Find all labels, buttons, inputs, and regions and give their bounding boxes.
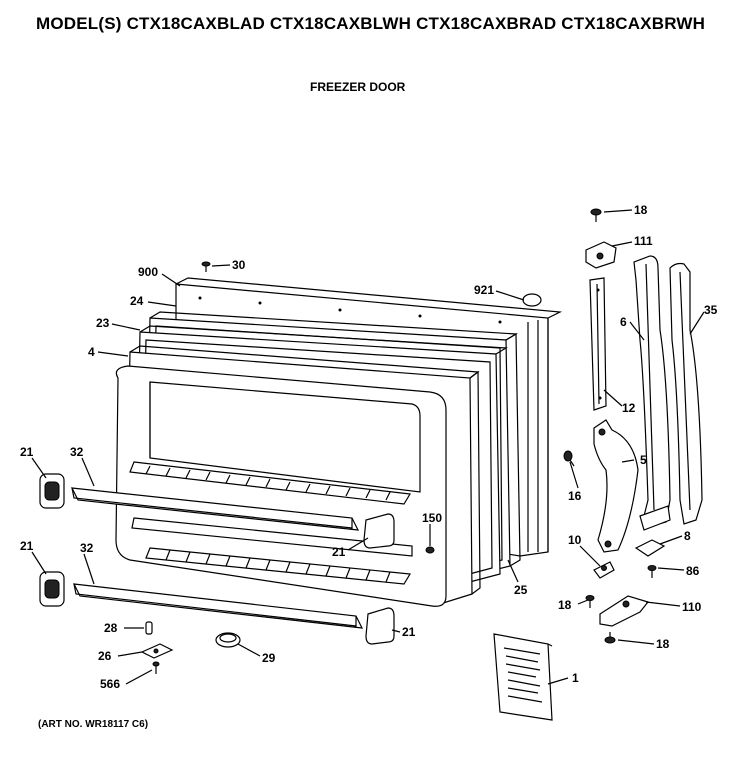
- callout-29: 29: [262, 651, 276, 665]
- bracket-26: [140, 643, 174, 659]
- callout-566: 566: [100, 677, 120, 691]
- callout-23: 23: [96, 316, 110, 330]
- shelf-end-cap-right-upper: [363, 513, 395, 549]
- handle-trim-strip: [589, 277, 607, 411]
- hinge-cover: [585, 241, 617, 269]
- model-header: MODEL(S) CTX18CAXBLAD CTX18CAXBLWH CTX18…: [36, 14, 706, 33]
- bottom-hinge: [599, 595, 650, 627]
- hinge-bracket: [593, 419, 639, 553]
- owners-manual: [493, 633, 553, 721]
- callout-900: 900: [138, 265, 158, 279]
- hinge-pin-bracket: [593, 561, 615, 579]
- plug-button: [522, 293, 542, 307]
- callout-26: 26: [98, 649, 112, 663]
- callout-150: 150: [422, 511, 442, 525]
- screw-150: [425, 546, 435, 554]
- screw-566: [152, 661, 160, 674]
- callout-18: 18: [634, 203, 648, 217]
- callout-6: 6: [620, 315, 627, 329]
- callout-30: 30: [232, 258, 246, 272]
- callout-24: 24: [130, 294, 144, 308]
- callout-1: 1: [572, 671, 579, 685]
- callout-110: 110: [682, 600, 702, 614]
- screw-18-middle: [585, 595, 595, 608]
- callout-921: 921: [474, 283, 494, 297]
- callout-12: 12: [622, 401, 636, 415]
- callout-5: 5: [640, 453, 647, 467]
- callout-25: 25: [514, 583, 528, 597]
- callout-32: 32: [70, 445, 84, 459]
- shelf-bar-lower: [72, 583, 364, 629]
- screw-16: [563, 450, 575, 467]
- shelf-end-cap-left-upper: [39, 473, 65, 509]
- screw-18-bottom: [604, 632, 616, 644]
- door-handle: [633, 255, 671, 531]
- shelf-end-cap-left-lower: [39, 571, 65, 607]
- bearing-8: [634, 539, 666, 557]
- callout-labels: 18 111 30 900 921 24 23 6 35 4 12 21 32 …: [20, 203, 718, 691]
- callout-21: 21: [20, 445, 34, 459]
- callout-35: 35: [704, 303, 718, 317]
- callout-10: 10: [568, 533, 582, 547]
- callout-86: 86: [686, 564, 700, 578]
- bumper-29: [215, 632, 241, 648]
- callout-18: 18: [558, 598, 572, 612]
- callout-18: 18: [656, 637, 670, 651]
- callout-4: 4: [88, 345, 95, 359]
- art-number: (ART NO. WR18117 C6): [38, 719, 149, 730]
- callout-28: 28: [104, 621, 118, 635]
- screw-18-top: [590, 208, 602, 222]
- door-liner: [115, 345, 481, 607]
- screw-28: [145, 621, 153, 635]
- callout-21: 21: [20, 539, 34, 553]
- callout-111: 111: [634, 234, 653, 248]
- shelf-end-cap-right-lower: [365, 607, 395, 645]
- callout-21: 21: [402, 625, 416, 639]
- screw-30: [201, 261, 211, 272]
- callout-16: 16: [568, 489, 582, 503]
- screw-86: [647, 565, 657, 578]
- leader-lines: [31, 209, 705, 685]
- callout-32: 32: [80, 541, 94, 555]
- shelf-bar-upper: [70, 487, 360, 531]
- callout-21: 21: [332, 545, 346, 559]
- diagram-subtitle: FREEZER DOOR: [310, 80, 406, 94]
- callout-8: 8: [684, 529, 691, 543]
- handle-cap: [669, 262, 703, 525]
